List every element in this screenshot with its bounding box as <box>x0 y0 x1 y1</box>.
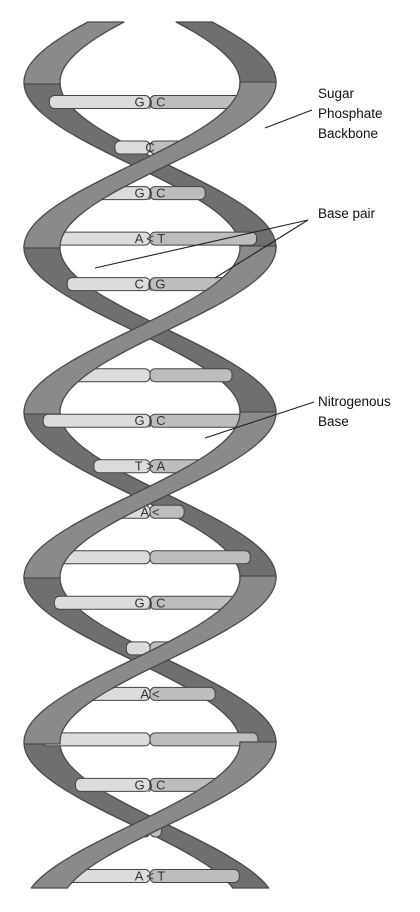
base-pair-label: Base pair <box>318 206 376 221</box>
backbone-label-line-1: Sugar <box>318 86 355 101</box>
base-pair-letters: G ) C <box>134 595 165 610</box>
backbone-pointer-line <box>265 110 312 128</box>
base-pair <box>42 733 258 746</box>
base-pair: G ) C <box>54 595 245 610</box>
strand-b-segment <box>24 22 124 84</box>
base-pair-letters: G ) C <box>134 95 165 110</box>
nitrogenous-base-right <box>150 551 250 564</box>
base-pair: G ) C <box>43 413 256 428</box>
base-pair-letters: C <box>145 140 154 155</box>
base-pair-letters: G ) C <box>134 186 165 201</box>
backbone-label-line-2: Phosphate <box>318 106 383 121</box>
base-pair-letters: G ) C <box>134 777 165 792</box>
nitrogenous-base-right <box>150 369 232 382</box>
base-pair <box>50 551 250 564</box>
nitrogenous-base-right <box>150 687 215 700</box>
base-pair-letters: T > A <box>135 459 166 474</box>
nitrogenous-label-line-1: Nitrogenous <box>318 394 391 409</box>
base-pair: A < T <box>61 869 240 884</box>
base-pair-letters: G ) C <box>134 413 165 428</box>
base-pair-letters: A < T <box>135 869 166 884</box>
nitrogenous-label-line-2: Base <box>318 414 349 429</box>
strand-a-segment <box>176 22 276 84</box>
base-pair-letters: A < T <box>135 231 166 246</box>
base-pair-letters: A < <box>140 686 159 701</box>
base-pair: G ) C <box>49 95 250 110</box>
backbone-label-line-3: Backbone <box>318 126 378 141</box>
base-pair-letters: C ( G <box>134 277 165 292</box>
